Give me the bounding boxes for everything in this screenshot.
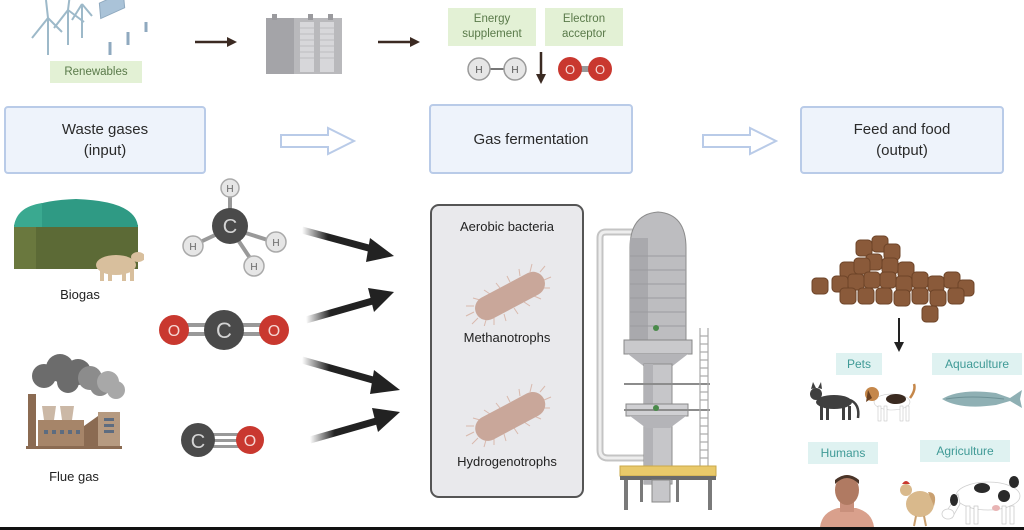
electron-acceptor-label: Electron acceptor [545,8,623,46]
arrow-down-icon [894,318,904,352]
methanotroph-bacterium-icon [465,263,552,326]
atom-h: H [250,262,257,273]
aquaculture-label: Aquaculture [932,353,1022,375]
arrow-methane [301,226,394,262]
renewables-text: Renewables [64,65,128,78]
arrow-carbon-monoxide [309,408,400,444]
atom-c: C [191,431,205,453]
atom-h: H [189,242,196,253]
hydrogenotroph-bacterium-icon [465,383,552,448]
hydrogenotrophs-label: Hydrogenotrophs [457,454,557,469]
output-box-title: Feed and food [853,121,951,138]
methane-molecule-icon: C H H H H [182,178,287,277]
atom-c: C [216,318,232,343]
hydrogen-molecule-icon: H H [467,57,527,81]
renewables-label: Renewables [50,61,142,83]
converging-arrows [301,226,400,444]
hollow-arrow-icon [280,126,356,156]
electron-acceptor-line2: acceptor [561,28,607,40]
bottom-border [0,527,1024,530]
flue-gas-factory-icon [26,354,125,449]
fermentation-reactor-icon [596,211,717,510]
methanotrophs-label: Methanotrophs [463,330,551,345]
pets-animals-icon [810,382,916,422]
carbon-monoxide-molecule-icon: C O [181,423,264,457]
electron-acceptor-line1: Electron [562,13,606,25]
human-icon [820,475,874,527]
energy-supplement-line1: Energy [473,13,511,25]
input-box-title: Waste gases [61,121,149,138]
waste-gases-input-box: Waste gases (input) [4,106,206,174]
pets-label: Pets [836,353,882,375]
carbon-dioxide-molecule-icon: O C O [159,310,289,350]
biogas-digester-icon [14,199,144,281]
cow-icon [941,476,1021,525]
bacteria-panel-title: Aerobic bacteria [460,219,554,234]
process-box-title: Gas fermentation [473,130,589,148]
input-box-subtitle: (input) [83,142,127,159]
output-box-subtitle: (output) [876,142,928,159]
arrow-carbon-dioxide [305,288,394,324]
atom-o: O [565,62,575,77]
renewables-icon [31,0,148,55]
aerobic-bacteria-panel: Aerobic bacteria Methanotrophs Hydrogeno… [430,204,584,498]
cat-icon [810,382,860,420]
flue-gas-label: Flue gas [49,469,99,484]
agriculture-label: Agriculture [920,440,1010,462]
energy-supplement-line2: supplement [462,28,522,40]
arrow-down-icon [536,52,546,84]
dog-icon [865,383,916,422]
atom-o: O [595,62,605,77]
fish-icon [942,390,1022,408]
humans-label: Humans [808,442,878,464]
arrow-biogas-flue [301,356,400,394]
chicken-icon [900,481,936,527]
atom-h: H [272,238,279,249]
atom-o: O [244,433,256,450]
electrolyzer-icon [266,14,342,74]
atom-o: O [268,323,280,340]
feed-kibble-icon [811,235,975,323]
arrow-right-icon [195,37,237,47]
arrow-right-icon [378,37,420,47]
atom-h: H [475,65,482,76]
atom-h: H [226,184,233,195]
feed-and-food-output-box: Feed and food (output) [800,106,1004,174]
energy-supplement-label: Energy supplement [448,8,536,46]
hollow-arrow-icon [702,126,778,156]
atom-c: C [223,216,237,238]
atom-h: H [511,65,518,76]
atom-o: O [168,323,180,340]
biogas-label: Biogas [60,287,100,302]
gas-fermentation-box: Gas fermentation [429,104,633,174]
oxygen-molecule-icon: O O [558,57,612,81]
